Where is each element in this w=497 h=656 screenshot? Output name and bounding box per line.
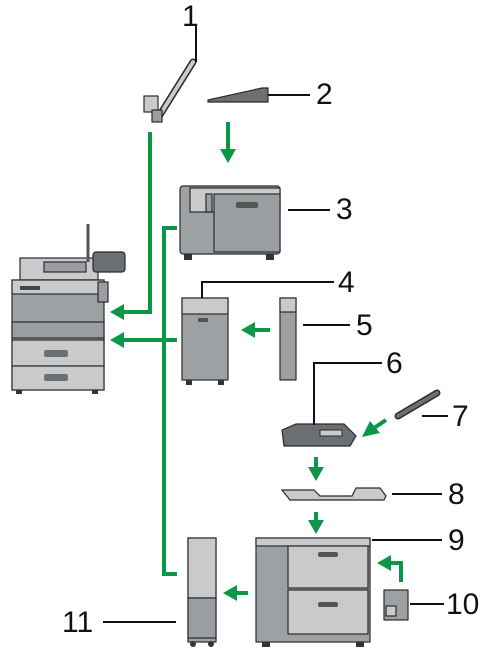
tray-cover-icon [207, 87, 269, 103]
callout-7: 7 [452, 400, 469, 433]
callout-10: 10 [446, 588, 479, 621]
arrow-component-7-to-6 [372, 418, 388, 430]
leader-4 [201, 281, 334, 298]
callout-2: 2 [316, 78, 333, 111]
printer-icon [11, 224, 126, 394]
side-cabinet-icon [187, 537, 217, 647]
paper-feed-unit-icon [255, 537, 371, 647]
tall-cabinet-icon [181, 297, 229, 385]
narrow-module-icon [279, 297, 297, 381]
finisher-unit-icon [179, 185, 281, 260]
callout-8: 8 [448, 478, 465, 511]
small-box-icon [383, 589, 409, 621]
output-tray-icon [281, 423, 357, 447]
callout-3: 3 [336, 193, 353, 226]
arrow-cabinets-to-printer [162, 226, 177, 576]
callout-6: 6 [386, 347, 403, 380]
flat-tray-icon [280, 487, 387, 501]
rod-guide-icon [394, 389, 441, 420]
arrow-component-10-to-9 [390, 561, 403, 582]
callout-11: 11 [62, 606, 93, 639]
arrow-component-1-to-printer [123, 132, 152, 314]
callout-numbers: 1 2 3 4 5 6 7 8 9 10 11 [62, 0, 479, 639]
flow-arrows [110, 122, 403, 601]
callout-1: 1 [182, 0, 199, 33]
callout-leader-lines [103, 26, 448, 623]
scanner-arm-icon [143, 58, 197, 123]
callout-4: 4 [338, 266, 355, 299]
leader-6 [313, 362, 382, 425]
callout-5: 5 [356, 309, 373, 342]
callout-9: 9 [448, 524, 465, 557]
